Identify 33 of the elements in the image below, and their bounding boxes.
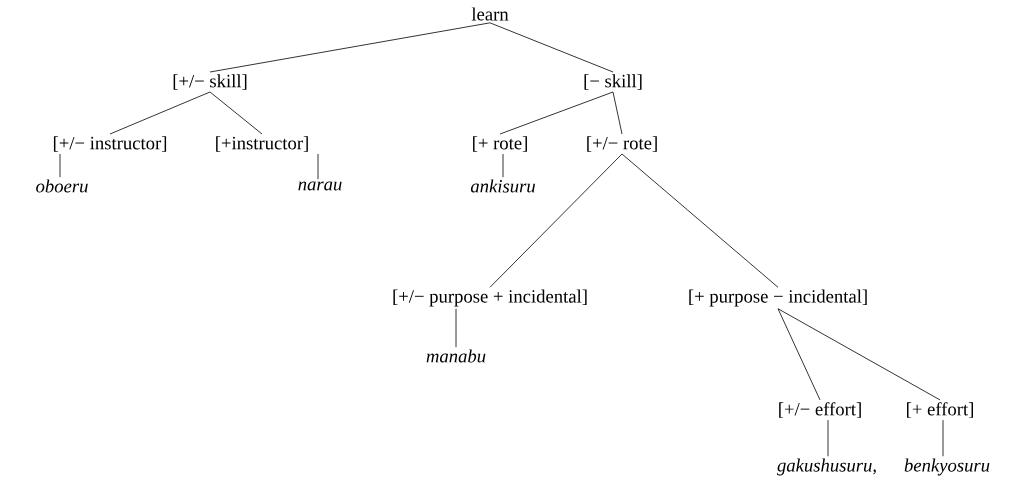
tree-branch (612, 91, 623, 135)
feature-label: [+ purpose − incidental] (689, 289, 867, 307)
word-label: narau (298, 181, 342, 191)
tree-branch (777, 308, 941, 401)
tree-branch (455, 308, 457, 348)
tree-branch (109, 91, 211, 135)
feature-label: [− skill] (584, 74, 642, 90)
tree-branch (827, 419, 829, 457)
tree-branch (942, 419, 944, 457)
word-label: benkyosuru (904, 458, 990, 476)
tree-branch (209, 91, 263, 135)
tree-branch (317, 153, 319, 180)
tree-branch (777, 308, 821, 401)
tree-branch (209, 22, 491, 73)
tree-branch (59, 153, 61, 178)
tree-branch (489, 22, 614, 73)
feature-label: [+/− skill] (173, 74, 247, 90)
word-label: oboeru (36, 179, 88, 193)
feature-label: [+/− effort] (779, 402, 861, 418)
feature-label: [+ effort] (907, 402, 973, 418)
tree-branch (489, 153, 623, 288)
tree-branch (621, 153, 779, 288)
word-label: ankisuru (470, 179, 535, 193)
feature-label: [+/− rote] (587, 136, 657, 152)
word-label: gakushusuru, (776, 458, 876, 476)
feature-label: [+/− instructor] (53, 136, 167, 152)
feature-label: learn (471, 7, 509, 21)
word-label: manabu (426, 349, 486, 363)
feature-label: [+ rote] (473, 136, 527, 152)
tree-branch (502, 153, 504, 178)
tree-branch (499, 91, 614, 135)
feature-label: [+instructor] (216, 136, 308, 152)
feature-label: [+/− purpose + incidental] (393, 289, 587, 307)
